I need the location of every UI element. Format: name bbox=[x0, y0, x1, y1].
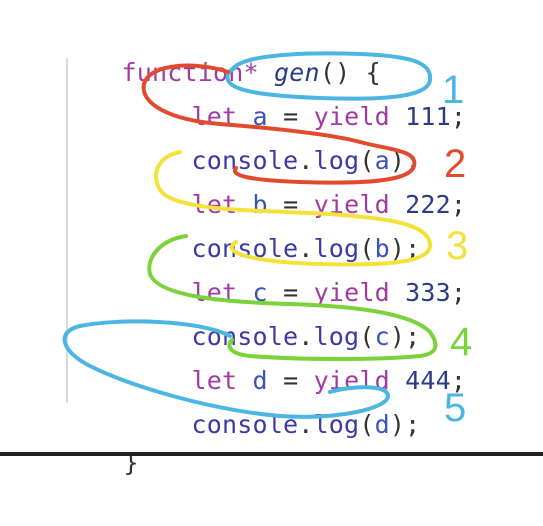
code-block: function* gen() { let a = yield 111; con… bbox=[30, 8, 466, 477]
code-line: console.log(a); bbox=[100, 98, 421, 175]
dot-operator: . bbox=[298, 410, 314, 439]
code-snippet-page: function* gen() { let a = yield 111; con… bbox=[0, 8, 543, 477]
annotation-label-4: 4 bbox=[450, 320, 473, 364]
number-literal: 444 bbox=[405, 366, 451, 395]
code-line: console.log(b); bbox=[100, 186, 421, 263]
annotation-label-3: 3 bbox=[446, 224, 469, 268]
close-paren: ); bbox=[389, 410, 421, 439]
code-line: let a = yield 111; bbox=[100, 54, 466, 131]
indent-guide bbox=[66, 58, 68, 403]
code-line: let b = yield 222; bbox=[100, 142, 466, 219]
semicolon: ; bbox=[450, 366, 467, 395]
open-paren: ( bbox=[359, 410, 375, 439]
code-line: console.log(c); bbox=[100, 274, 421, 351]
code-line: console.log(d); bbox=[100, 362, 421, 439]
code-line-function: function* gen() { bbox=[30, 10, 381, 87]
code-line: let c = yield 333; bbox=[100, 230, 466, 307]
annotation-label-5: 5 bbox=[444, 386, 467, 430]
semicolon: ; bbox=[450, 102, 467, 131]
semicolon: ; bbox=[450, 278, 467, 307]
bottom-border bbox=[0, 452, 543, 456]
console-object: console bbox=[191, 410, 299, 439]
log-method: log bbox=[313, 410, 360, 439]
semicolon: ; bbox=[450, 190, 467, 219]
code-line: let d = yield 444; bbox=[100, 318, 466, 395]
annotation-label-2: 2 bbox=[444, 142, 467, 186]
argument: d bbox=[374, 410, 390, 439]
annotation-label-1: 1 bbox=[442, 68, 465, 112]
code-line-close-brace: } bbox=[32, 400, 139, 477]
